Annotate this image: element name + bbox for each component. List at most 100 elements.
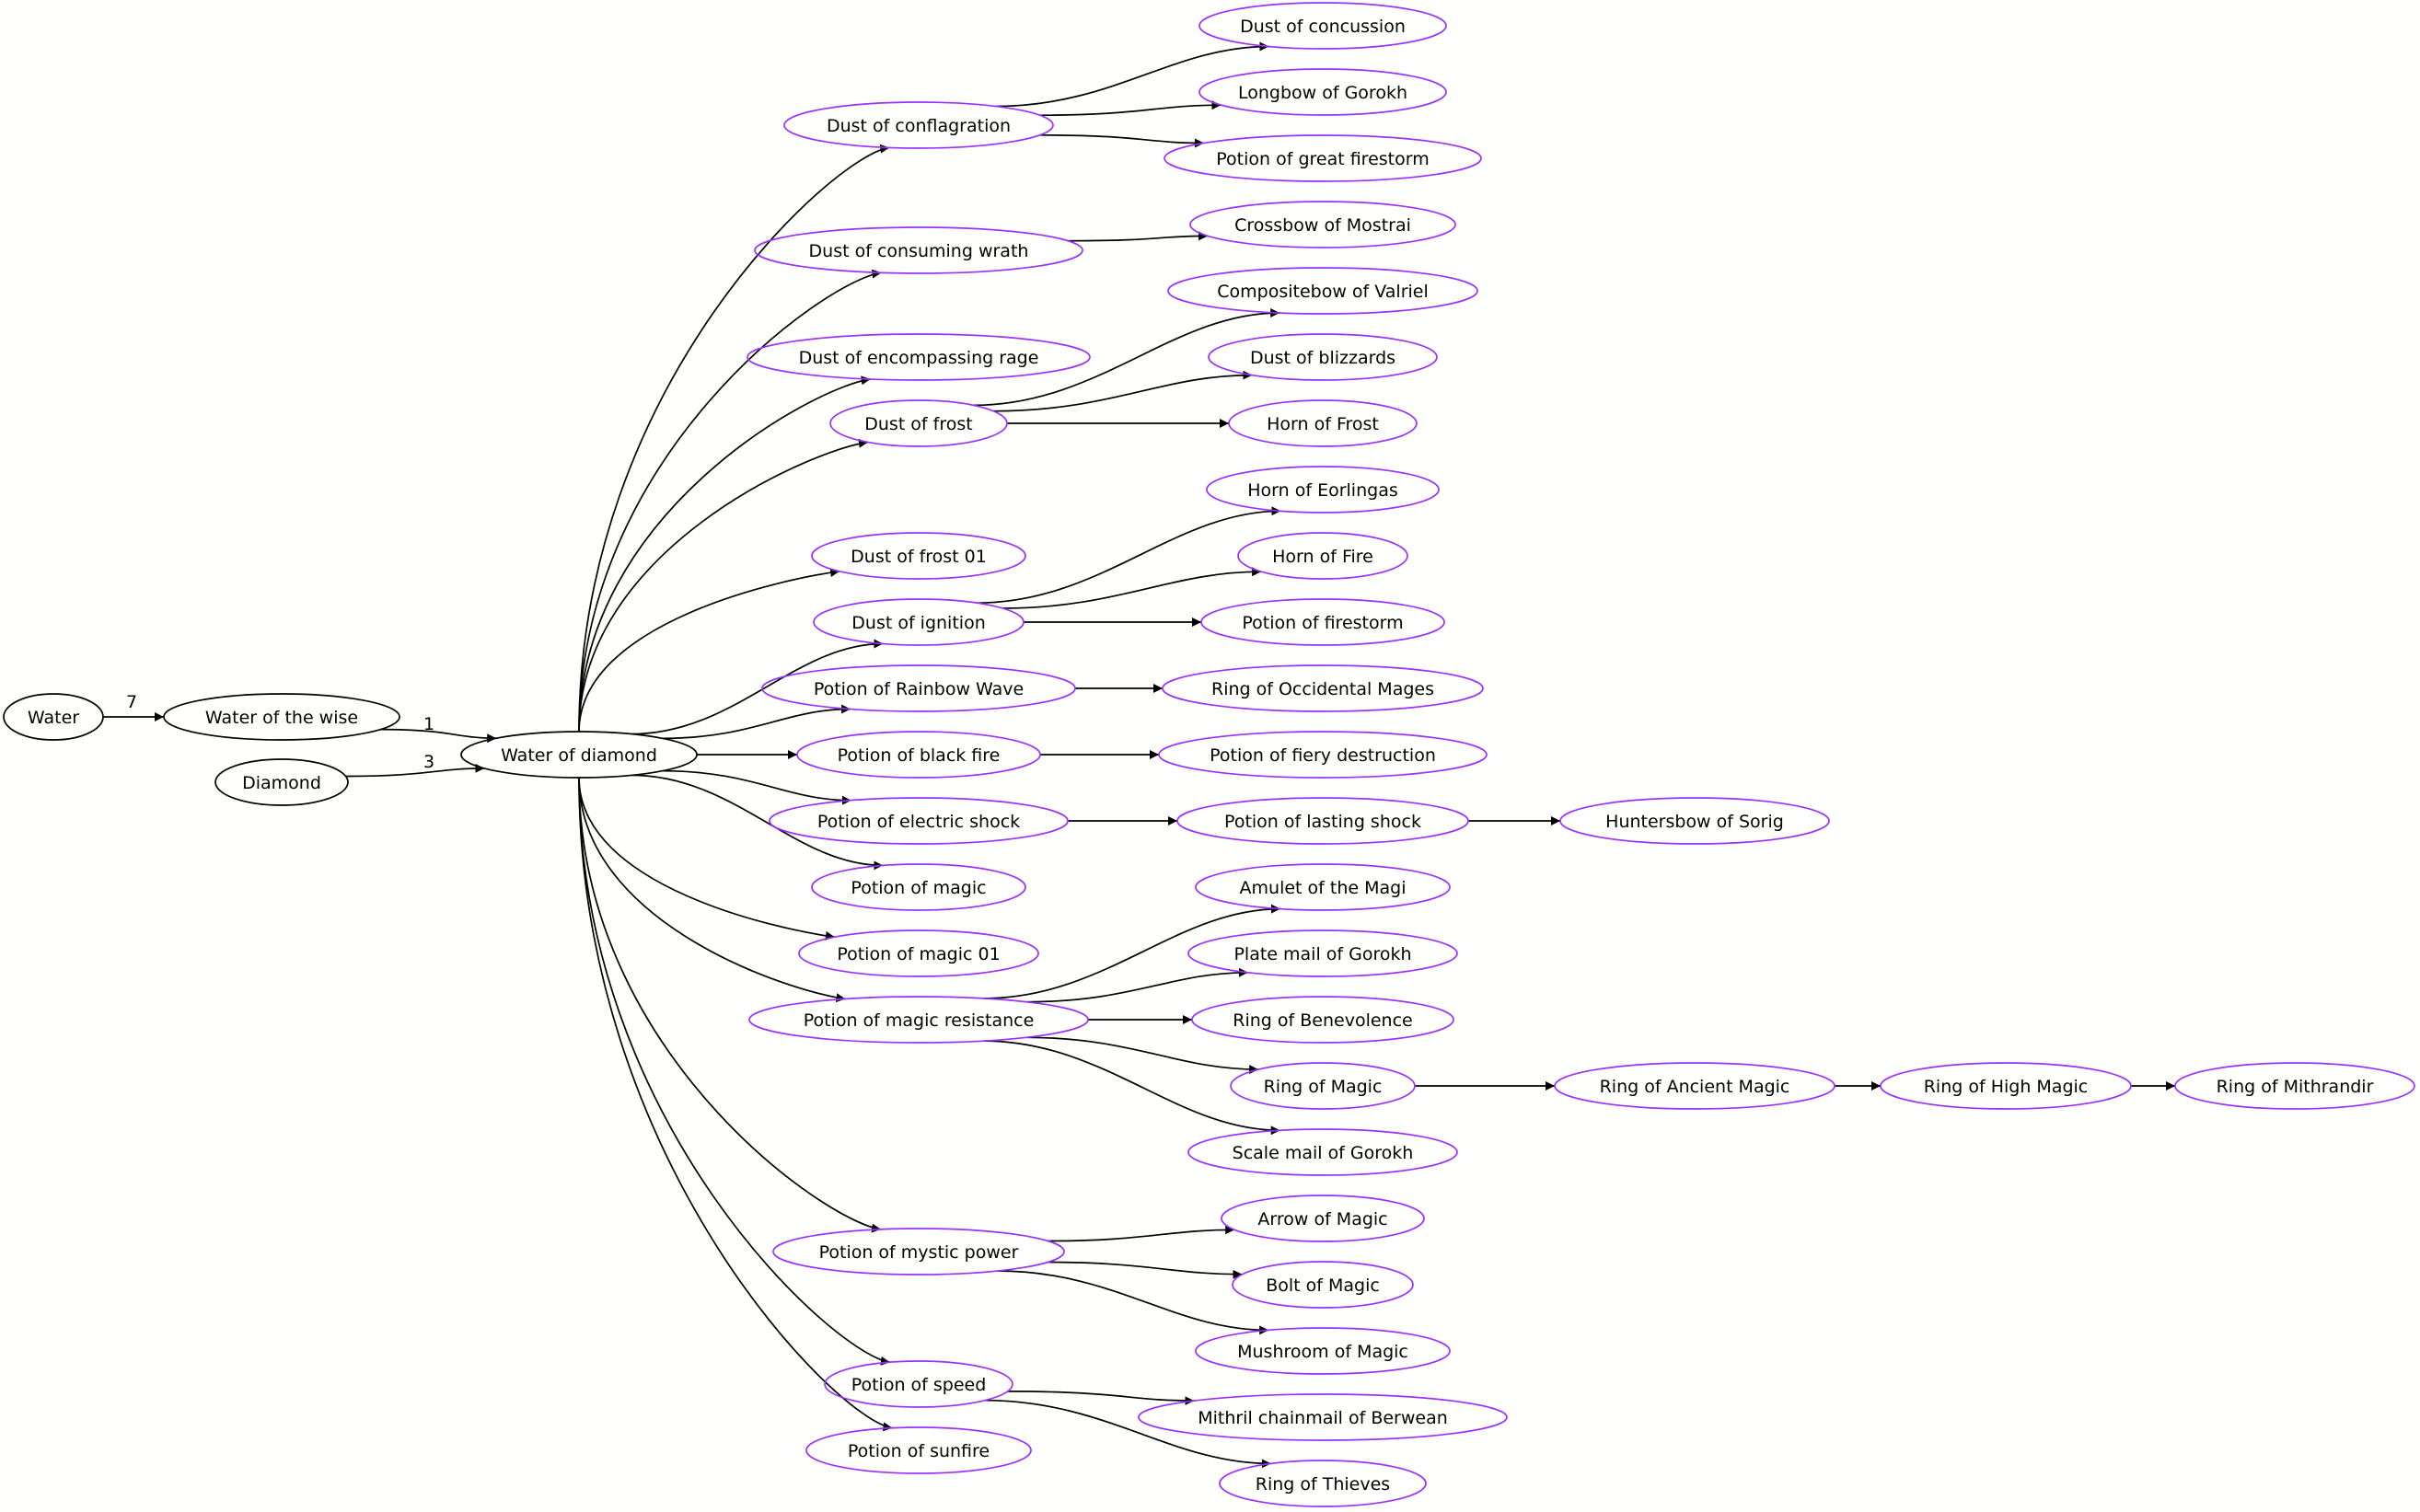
node-label: Compositebow of Valriel — [1217, 282, 1429, 302]
node-label: Huntersbow of Sorig — [1605, 812, 1784, 832]
node-label: Potion of fiery destruction — [1210, 745, 1436, 766]
node-ellipse — [761, 664, 1076, 712]
node-label: Potion of lasting shock — [1224, 812, 1421, 832]
node-dust-ignition: Dust of ignition — [813, 598, 1025, 646]
node-ellipse — [769, 797, 1069, 845]
edge-potion_speed-to-ring_thieves — [984, 1399, 1271, 1469]
node-ellipse — [1208, 333, 1438, 381]
node-horn-frost: Horn of Frost — [1228, 399, 1418, 447]
node-potion-magicres: Potion of magic resistance — [748, 996, 1089, 1044]
edge-water_diamond-to-potion_speed — [578, 777, 891, 1366]
edge-potion_magicres-to-amulet_magi — [983, 904, 1281, 999]
node-label: Horn of Frost — [1267, 414, 1379, 434]
edge-water_diamond-to-potion_sunfire — [578, 777, 893, 1432]
node-potion-rainbow: Potion of Rainbow Wave — [761, 664, 1076, 712]
node-ellipse — [805, 1426, 1032, 1474]
node-crossbow-mostrai: Crossbow of Mostrai — [1189, 201, 1456, 248]
node-ellipse — [824, 1360, 1013, 1408]
node-ellipse — [1228, 399, 1418, 447]
node-label: Ring of High Magic — [1924, 1077, 2089, 1097]
node-potion-magic: Potion of magic — [811, 863, 1026, 911]
node-bolt-magic: Bolt of Magic — [1232, 1261, 1414, 1309]
node-label: Potion of speed — [851, 1375, 987, 1395]
node-ellipse — [3, 693, 104, 741]
edge-water_diamond-to-potion_magicres — [578, 777, 846, 1003]
node-mushroom-magic: Mushroom of Magic — [1195, 1327, 1451, 1375]
edge-water_diamond-to-potion_magic01 — [578, 777, 836, 941]
node-ellipse — [163, 693, 400, 741]
node-amulet-magi: Amulet of the Magi — [1195, 863, 1451, 911]
node-ellipse — [1195, 1327, 1451, 1375]
edge-label-diamond_to_water_diamond: 3 — [423, 752, 434, 772]
edge-water_diamond-to-dust_consuming — [578, 269, 882, 733]
node-ellipse — [2174, 1062, 2415, 1110]
edge-dust_conflagration-to-longbow_gorokh — [1039, 100, 1222, 117]
edge-potion_magicres-to-platemail_gorokh — [1026, 967, 1248, 1003]
node-ring-thieves: Ring of Thieves — [1219, 1460, 1427, 1507]
node-ring-high: Ring of High Magic — [1880, 1062, 2132, 1110]
node-label: Dust of ignition — [851, 613, 985, 633]
edge-potion_mystic-to-mushroom_magic — [997, 1270, 1269, 1335]
node-ellipse — [1162, 664, 1484, 712]
edge-water_diamond-to-potion_magic — [631, 774, 884, 871]
node-label: Dust of consuming wrath — [809, 241, 1029, 261]
node-label: Plate mail of Gorokh — [1233, 944, 1411, 964]
edge-dust_frost-to-compositebow_valriel — [973, 308, 1280, 407]
node-label: Mithril chainmail of Berwean — [1198, 1408, 1448, 1428]
node-horn-fire: Horn of Fire — [1237, 532, 1408, 580]
node-arrow-magic: Arrow of Magic — [1221, 1195, 1425, 1242]
node-water: Water — [3, 693, 104, 741]
node-ellipse — [1164, 134, 1482, 182]
node-potion-blackfire: Potion of black fire — [796, 731, 1041, 779]
edge-potion_mystic-to-arrow_magic — [1048, 1225, 1235, 1242]
node-scalemail-gorokh: Scale mail of Gorokh — [1187, 1128, 1458, 1176]
node-ellipse — [747, 333, 1091, 381]
node-ellipse — [1187, 1128, 1458, 1176]
node-huntersbow-sorig: Huntersbow of Sorig — [1559, 797, 1830, 845]
edge-water_diamond-to-dust_encompassing — [578, 375, 871, 733]
node-potion-lasting: Potion of lasting shock — [1176, 797, 1469, 845]
node-label: Dust of blizzards — [1250, 348, 1395, 368]
node-potion-speed: Potion of speed — [824, 1360, 1013, 1408]
node-potion-electric: Potion of electric shock — [769, 797, 1069, 845]
node-label: Ring of Mithrandir — [2217, 1077, 2374, 1097]
node-potion-magic01: Potion of magic 01 — [798, 929, 1039, 977]
node-label: Bolt of Magic — [1266, 1275, 1380, 1296]
node-ellipse — [1195, 863, 1451, 911]
node-ellipse — [1221, 1195, 1425, 1242]
node-dust-consuming: Dust of consuming wrath — [754, 226, 1083, 274]
node-label: Longbow of Gorokh — [1238, 83, 1407, 103]
edge-water_diamond-to-potion_mystic — [578, 777, 882, 1233]
node-label: Potion of magic 01 — [837, 944, 1000, 964]
node-ellipse — [1880, 1062, 2132, 1110]
node-ellipse — [1206, 466, 1440, 514]
edge-dust_ignition-to-horn_fire — [1002, 567, 1262, 609]
node-horn-eorlingas: Horn of Eorlingas — [1206, 466, 1440, 514]
edge-diamond-to-water_diamond — [345, 763, 485, 778]
edge-water_diamond-to-potion_rainbow — [662, 704, 851, 740]
node-label: Potion of magic — [851, 878, 986, 898]
edge-dust_ignition-to-horn_eorlingas — [977, 506, 1281, 605]
node-mithril-berwean: Mithril chainmail of Berwean — [1138, 1393, 1508, 1441]
node-label: Dust of encompassing rage — [799, 348, 1039, 368]
edge-water_diamond-to-potion_electric — [662, 769, 851, 805]
node-label: Potion of mystic power — [819, 1242, 1019, 1263]
node-dust-encompassing: Dust of encompassing rage — [747, 333, 1091, 381]
node-label: Dust of concussion — [1240, 17, 1406, 37]
node-dust-frost: Dust of frost — [829, 399, 1008, 447]
node-diamond: Diamond — [214, 758, 349, 806]
node-ellipse — [1237, 532, 1408, 580]
edge-water_diamond-to-dust_conflagration — [578, 144, 890, 733]
node-ellipse — [1198, 2, 1447, 50]
node-ellipse — [1176, 797, 1469, 845]
node-ellipse — [1158, 731, 1488, 779]
node-label: Horn of Fire — [1272, 547, 1373, 567]
node-ring-benevolence: Ring of Benevolence — [1191, 996, 1454, 1044]
node-water-wise: Water of the wise — [163, 693, 400, 741]
node-ring-magic: Ring of Magic — [1230, 1062, 1416, 1110]
node-potion-fiery: Potion of fiery destruction — [1158, 731, 1488, 779]
edge-water_diamond-to-dust_ignition — [631, 639, 884, 735]
node-ellipse — [748, 996, 1089, 1044]
node-label: Horn of Eorlingas — [1247, 480, 1397, 501]
node-label: Potion of Rainbow Wave — [814, 679, 1024, 699]
